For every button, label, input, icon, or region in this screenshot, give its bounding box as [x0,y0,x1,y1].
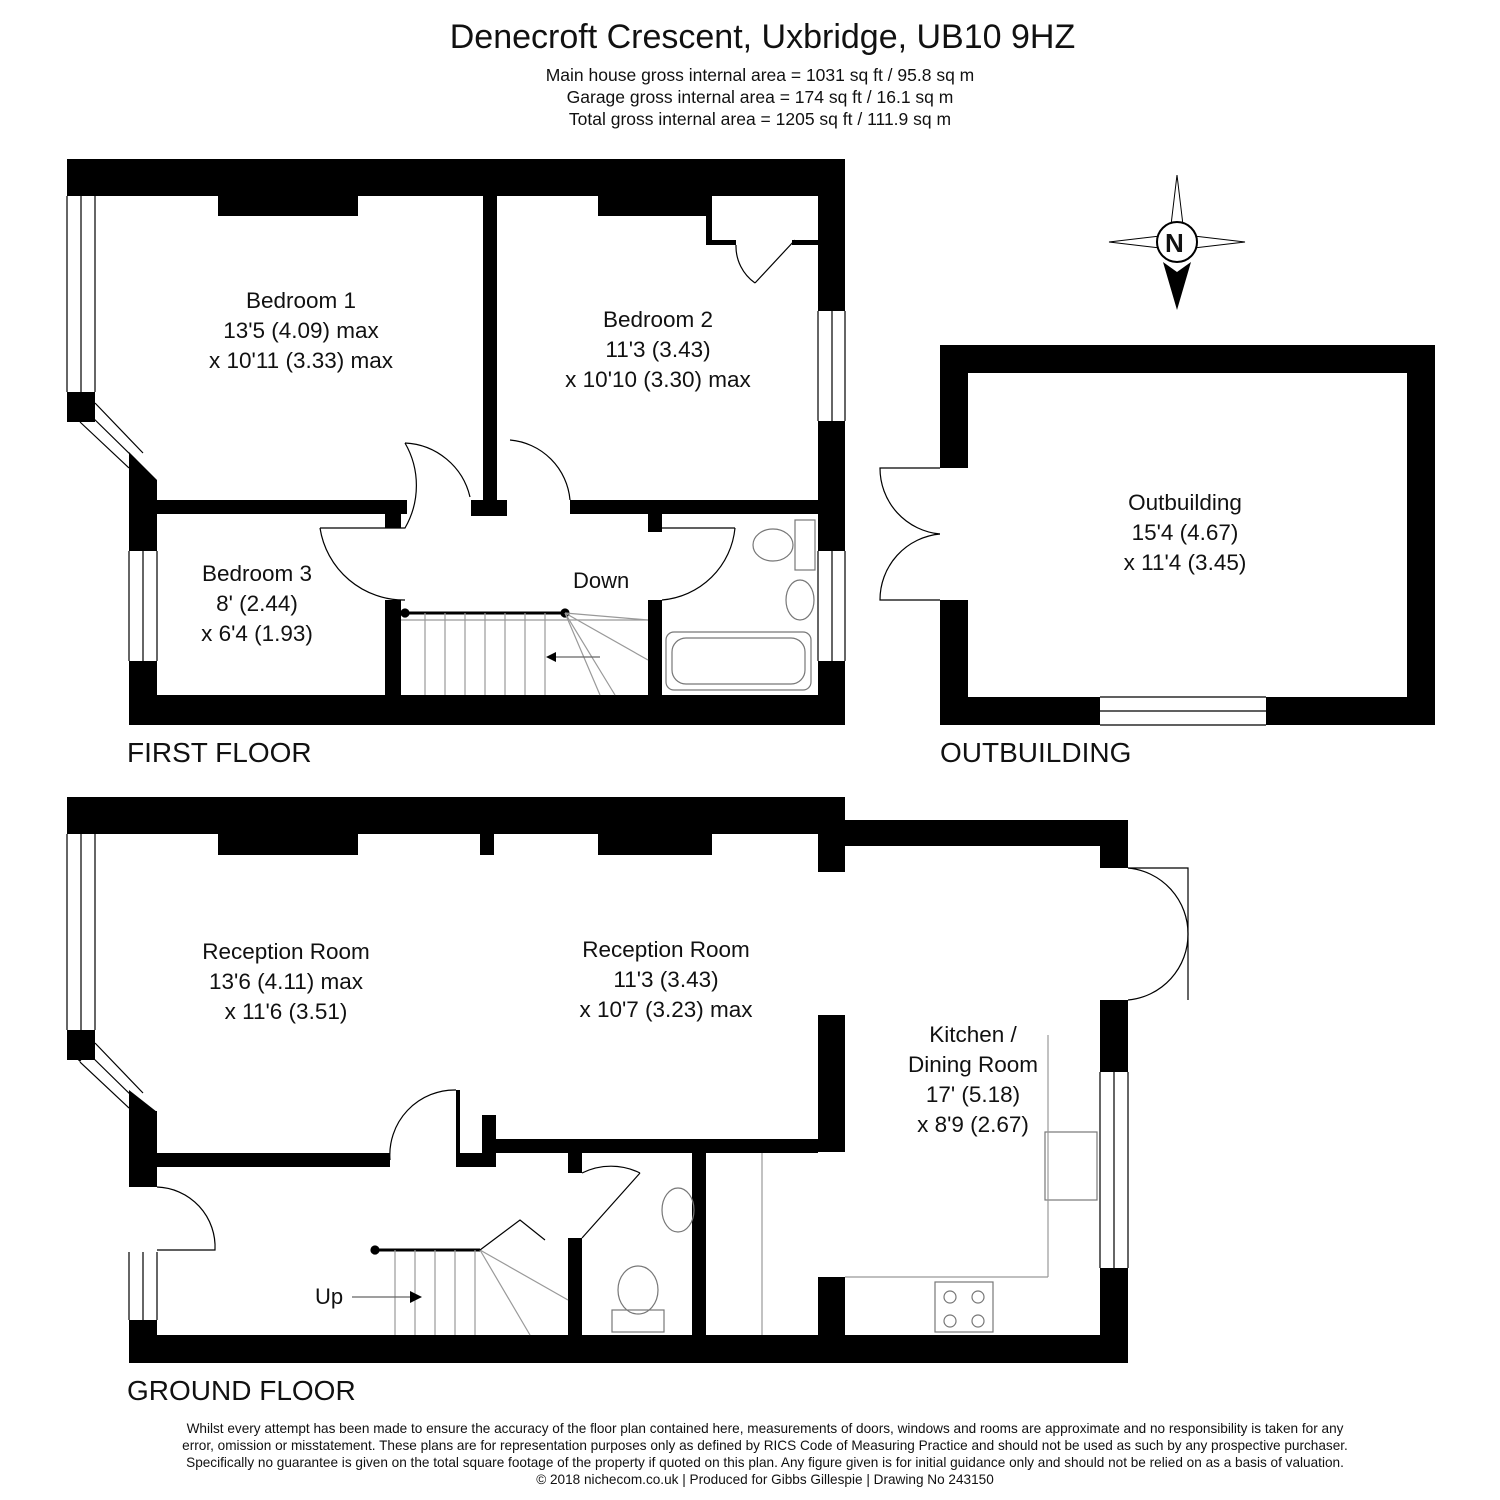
room-dim: 15'4 (4.67) [1131,520,1239,545]
room-dim: x 11'6 (3.51) [224,999,348,1024]
room-name: Bedroom 3 [201,561,313,586]
room-dim: 13'6 (4.11) max [209,969,363,994]
first-floor-walls [67,159,845,725]
main-house-area: Main house gross internal area = 1031 sq… [545,65,975,85]
room-kitchen-dining: Kitchen / Dining Room 17' (5.18) x 8'9 (… [858,1020,1088,1140]
room-reception-1: Reception Room 13'6 (4.11) max x 11'6 (3… [156,937,416,1027]
room-dim: 13'5 (4.09) max [223,318,379,343]
room-dim: x 10'11 (3.33) max [209,348,393,373]
ground-floor-walls [67,797,1128,1363]
room-bedroom-1: Bedroom 1 13'5 (4.09) max x 10'11 (3.33)… [171,286,431,376]
total-area: Total gross internal area = 1205 sq ft /… [568,109,952,129]
stairs-down-label: Down [573,568,630,593]
room-dim: 11'3 (3.43) [613,967,719,992]
room-name: Bedroom 2 [602,307,714,332]
room-outbuilding: Outbuilding 15'4 (4.67) x 11'4 (3.45) [1055,488,1315,578]
room-dim: x 10'10 (3.30) max [565,367,751,392]
room-dim: x 6'4 (1.93) [201,621,313,646]
room-dim: 8' (2.44) [216,591,298,616]
north-label: N [1165,228,1184,258]
disclaimer-line: Whilst every attempt has been made to en… [186,1421,1344,1436]
room-reception-2: Reception Room 11'3 (3.43) x 10'7 (3.23)… [536,935,796,1025]
disclaimer-line: error, omission or misstatement. These p… [182,1438,1348,1453]
room-name: Reception Room [582,937,750,962]
room-bedroom-2: Bedroom 2 11'3 (3.43) x 10'10 (3.30) max [528,305,788,395]
ground-floor-label: GROUND FLOOR [127,1375,356,1406]
room-dim: x 10'7 (3.23) max [579,997,753,1022]
disclaimer-line: Specifically no guarantee is given on th… [186,1455,1344,1470]
room-name: Kitchen / [929,1022,1017,1047]
room-name: Reception Room [202,939,370,964]
room-bedroom-3: Bedroom 3 8' (2.44) x 6'4 (1.93) [157,559,357,649]
room-name: Bedroom 1 [245,288,357,313]
garage-area: Garage gross internal area = 174 sq ft /… [566,87,954,107]
room-dim: 11'3 (3.43) [605,337,711,362]
property-address: Denecroft Crescent, Uxbridge, UB10 9HZ [449,18,1076,56]
room-name: Dining Room [907,1052,1039,1077]
first-floor-label: FIRST FLOOR [127,737,312,768]
room-dim: x 8'9 (2.67) [917,1112,1029,1137]
stairs-up-label: Up [315,1284,344,1309]
copyright-line: © 2018 nichecom.co.uk | Produced for Gib… [536,1472,994,1487]
room-name: Outbuilding [1128,490,1242,515]
room-dim: x 11'4 (3.45) [1123,550,1247,575]
disclaimer: Whilst every attempt has been made to en… [95,1420,1435,1488]
room-dim: 17' (5.18) [925,1082,1021,1107]
compass-icon [1108,174,1246,310]
outbuilding-walls [940,345,1435,725]
outbuilding-label: OUTBUILDING [940,737,1132,768]
